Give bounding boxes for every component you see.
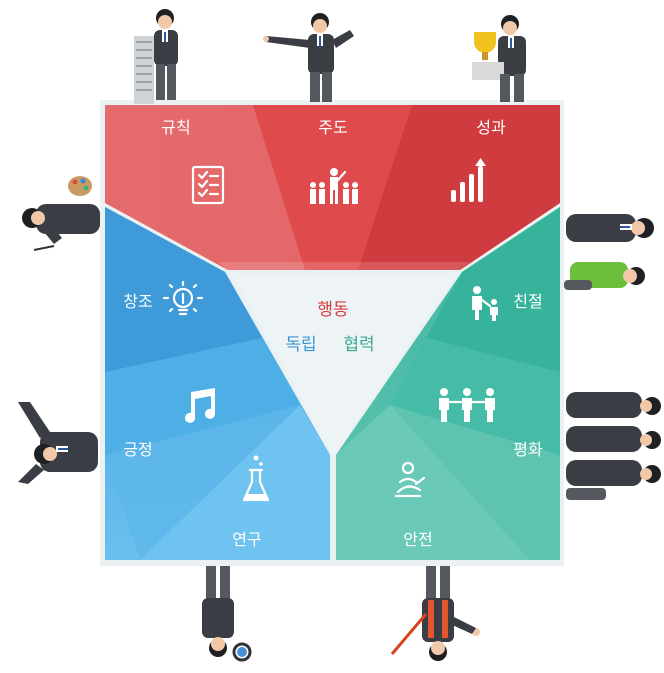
center-triangle [232, 274, 456, 456]
label-safety: 안전 [403, 530, 432, 549]
people-holding-hands-icon [439, 388, 495, 422]
label-achievement: 성과 [476, 118, 506, 137]
man-with-child [564, 262, 645, 290]
label-peace: 평화 [513, 440, 543, 459]
label-lead: 주도 [318, 118, 347, 137]
businessman-reading-list [134, 9, 178, 104]
center-label-cooperation: 협력 [343, 335, 374, 355]
music-note-icon [185, 388, 215, 423]
checklist-icon [191, 165, 225, 205]
label-kindness: 친절 [513, 292, 542, 311]
businessmen-group-right [566, 392, 661, 500]
group-leader-icon [310, 168, 358, 204]
seated-person-icon [394, 461, 426, 498]
label-rules: 규칙 [161, 118, 190, 137]
lightbulb-icon [162, 280, 204, 316]
label-research: 연구 [232, 530, 261, 549]
flask-icon [242, 455, 270, 502]
businessman-sideways-right [566, 214, 654, 242]
label-creativity: 창조 [123, 292, 152, 311]
businessman-with-trophy [472, 15, 526, 102]
label-positive: 긍정 [123, 440, 152, 459]
growth-chart-icon [451, 158, 486, 202]
businessman-painter [22, 176, 100, 251]
businessman-with-magnifier [202, 566, 252, 662]
center-label-independence: 독립 [285, 335, 316, 355]
center-label-action: 행동 [317, 300, 348, 320]
businessman-stretching [18, 402, 98, 484]
businessman-safety-harness [390, 566, 480, 661]
teal-section [336, 207, 560, 560]
businessman-pointing [263, 13, 354, 102]
parent-child-icon [472, 286, 498, 321]
